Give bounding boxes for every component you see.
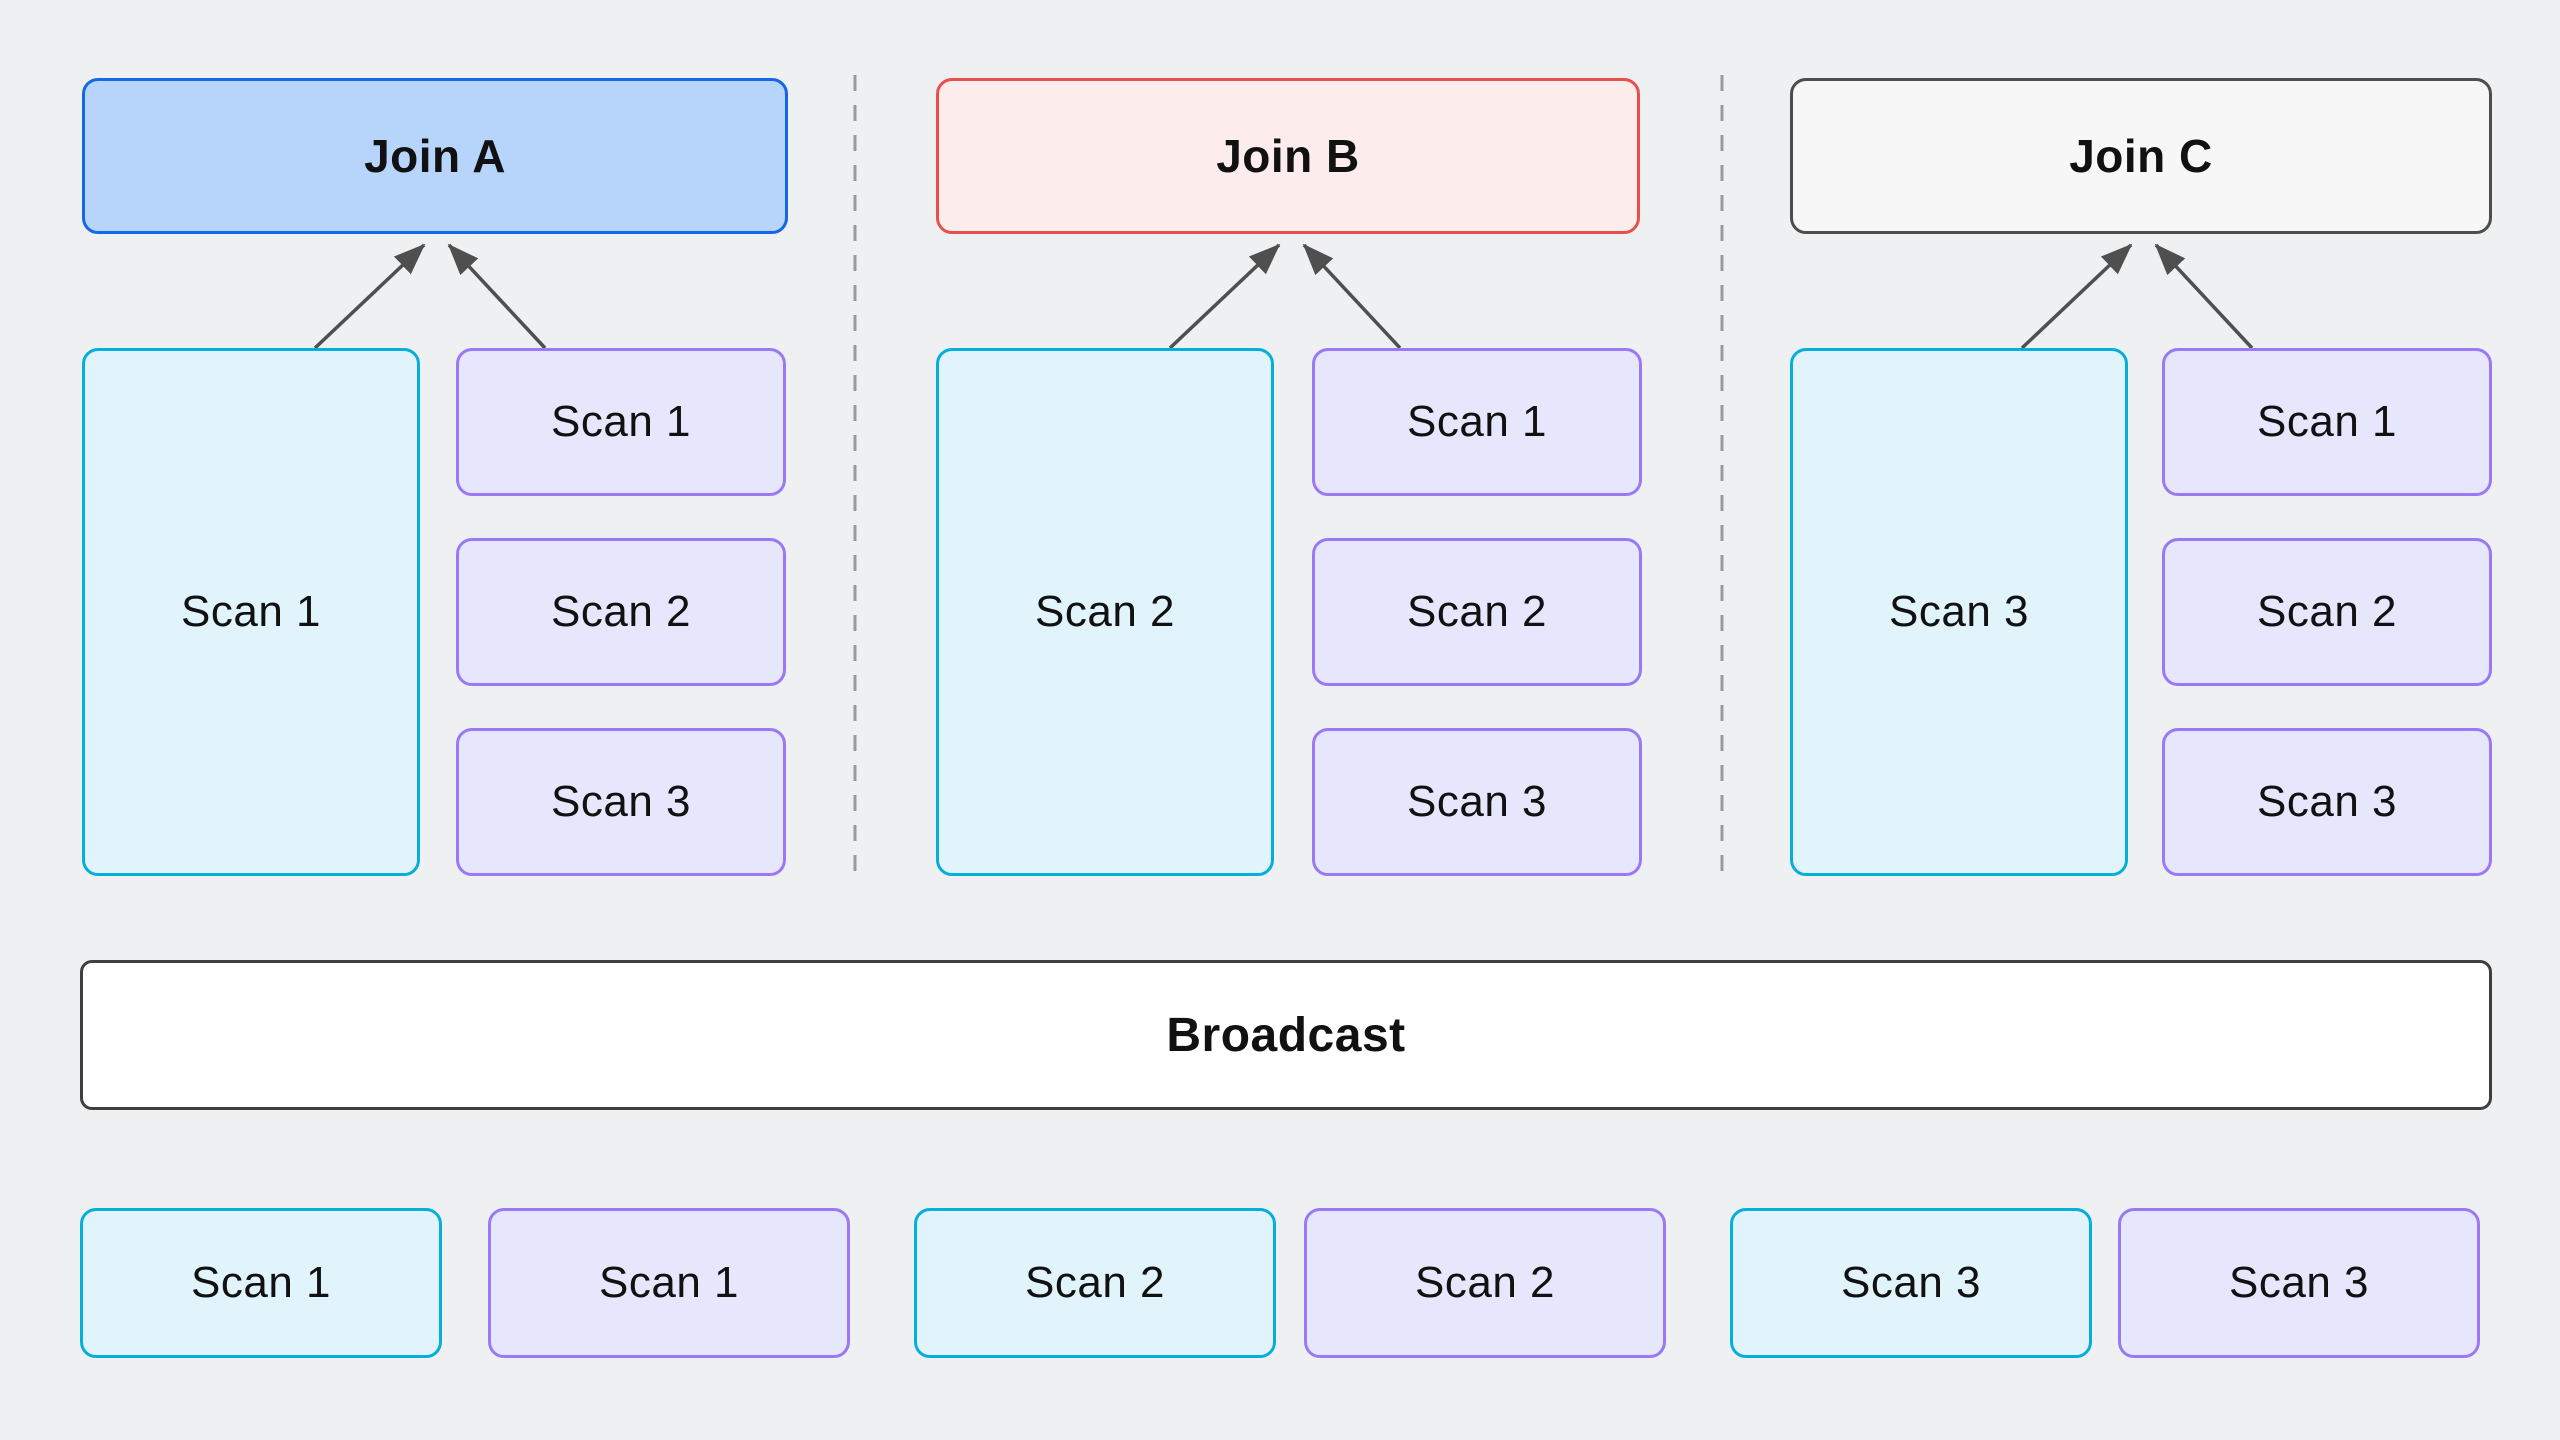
- big-scan-label-c: Scan 3: [1889, 587, 2029, 636]
- small-scan-label: Scan 3: [2257, 777, 2397, 826]
- big-scan-box-b: Scan 2: [936, 348, 1274, 876]
- small-scan-label: Scan 2: [551, 587, 691, 636]
- small-scan-label: Scan 1: [2257, 397, 2397, 446]
- small-scan-label: Scan 2: [1407, 587, 1547, 636]
- bottom-scan-box-6: Scan 3: [2118, 1208, 2480, 1358]
- join-a-box: Join A: [82, 78, 788, 234]
- bottom-scan-label: Scan 2: [1025, 1258, 1165, 1307]
- big-scan-box-c: Scan 3: [1790, 348, 2128, 876]
- small-scan-box-b-3: Scan 3: [1312, 728, 1642, 876]
- bottom-scan-label: Scan 2: [1415, 1258, 1555, 1307]
- bottom-scan-label: Scan 3: [2229, 1258, 2369, 1307]
- broadcast-box: Broadcast: [80, 960, 2492, 1110]
- small-scan-box-c-3: Scan 3: [2162, 728, 2492, 876]
- join-c-box: Join C: [1790, 78, 2492, 234]
- bottom-scan-label: Scan 3: [1841, 1258, 1981, 1307]
- arrow-join-c-left: [2020, 243, 2133, 350]
- arrow-join-a-right: [447, 243, 547, 350]
- small-scan-box-a-2: Scan 2: [456, 538, 786, 686]
- small-scan-box-b-1: Scan 1: [1312, 348, 1642, 496]
- bottom-scan-label: Scan 1: [599, 1258, 739, 1307]
- small-scan-label: Scan 2: [2257, 587, 2397, 636]
- join-a-label: Join A: [364, 130, 506, 182]
- bottom-scan-box-1: Scan 1: [80, 1208, 442, 1358]
- arrow-join-c-right: [2154, 243, 2254, 350]
- big-scan-label-b: Scan 2: [1035, 587, 1175, 636]
- arrow-join-b-left: [1168, 243, 1281, 350]
- small-scan-label: Scan 1: [551, 397, 691, 446]
- big-scan-label-a: Scan 1: [181, 587, 321, 636]
- broadcast-label: Broadcast: [1166, 1008, 1406, 1062]
- arrow-join-b-right: [1302, 243, 1402, 350]
- bottom-scan-box-4: Scan 2: [1304, 1208, 1666, 1358]
- small-scan-box-c-1: Scan 1: [2162, 348, 2492, 496]
- join-b-label: Join B: [1216, 130, 1360, 182]
- bottom-scan-box-3: Scan 2: [914, 1208, 1276, 1358]
- small-scan-label: Scan 3: [551, 777, 691, 826]
- small-scan-box-c-2: Scan 2: [2162, 538, 2492, 686]
- small-scan-label: Scan 1: [1407, 397, 1547, 446]
- small-scan-label: Scan 3: [1407, 777, 1547, 826]
- small-scan-box-b-2: Scan 2: [1312, 538, 1642, 686]
- arrow-join-a-left: [313, 243, 426, 350]
- small-scan-box-a-3: Scan 3: [456, 728, 786, 876]
- bottom-scan-box-2: Scan 1: [488, 1208, 850, 1358]
- small-scan-box-a-1: Scan 1: [456, 348, 786, 496]
- join-b-box: Join B: [936, 78, 1640, 234]
- join-c-label: Join C: [2069, 130, 2213, 182]
- big-scan-box-a: Scan 1: [82, 348, 420, 876]
- bottom-scan-box-5: Scan 3: [1730, 1208, 2092, 1358]
- bottom-scan-label: Scan 1: [191, 1258, 331, 1307]
